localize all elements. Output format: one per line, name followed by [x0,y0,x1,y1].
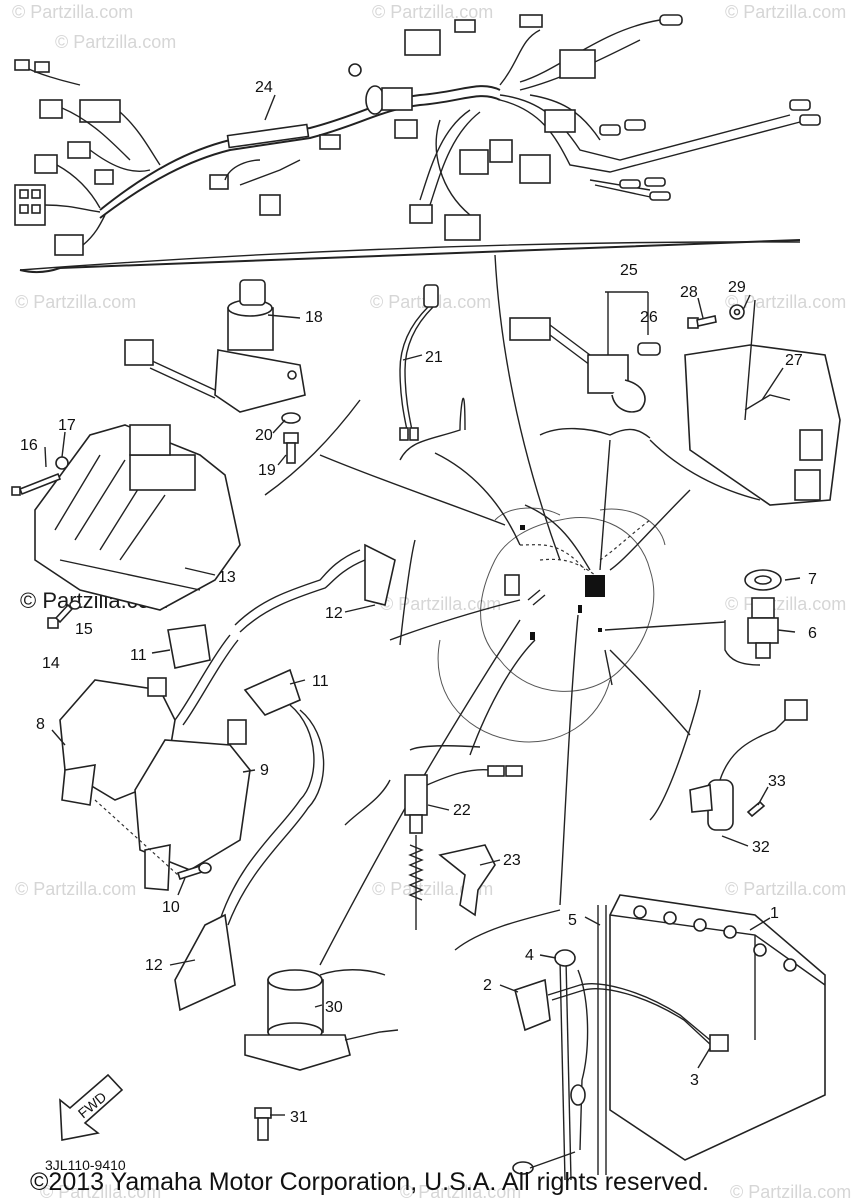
part-label-27: 27 [785,352,803,369]
part-label-12-bottom: 12 [145,957,163,974]
cover-part-13 [34,424,241,611]
part-label-22: 22 [453,802,471,819]
screw-part-10 [94,799,212,881]
watermark: © Partzilla.com [400,1182,521,1200]
group-divider-lines [264,254,761,976]
bolt-part-33 [746,800,766,818]
part-label-11-left: 11 [130,647,147,664]
part-label-14: 14 [42,655,60,672]
part-label-17: 17 [58,417,76,434]
watermark: © Partzilla.com [15,879,136,899]
part-label-23: 23 [503,852,521,869]
ignition-coil-part-9 [134,719,251,891]
part-label-21: 21 [425,349,443,366]
part-label-4: 4 [525,947,534,964]
part-label-12-top: 12 [325,605,343,622]
watermark: © Partzilla.com [12,2,133,22]
ignition-lead [174,634,325,926]
part-label-8: 8 [36,716,45,733]
part-label-11-right: 11 [312,673,329,690]
part-label-19: 19 [258,462,276,479]
part-label-25: 25 [620,262,638,279]
part-label-24: 24 [255,79,273,96]
watermark: © Partzilla.com [725,292,846,312]
part-number-labels: 1 2 3 4 5 6 7 8 9 10 11 11 12 12 13 14 1… [20,79,817,1126]
watermark: © Partzilla.com [725,879,846,899]
switch-part-6 [747,597,779,659]
drawing-code: 3JL110-9410 [45,1157,126,1173]
part-label-6: 6 [808,625,817,642]
part-label-18: 18 [305,309,323,326]
part-label-32: 32 [752,839,770,856]
battery-cables [512,905,729,1181]
bolt-part-31 [254,1107,272,1141]
part-label-2: 2 [483,977,492,994]
part-label-3: 3 [690,1072,699,1089]
motorcycle-frame-outline [437,507,666,743]
watermark: © Partzilla.com [380,594,501,614]
part-label-1: 1 [770,905,779,922]
part-label-9: 9 [260,762,269,779]
watermark: © Partzilla.com [55,32,176,52]
copyright-notice: ©2013 Yamaha Motor Corporation, U.S.A. A… [30,1168,709,1196]
bolt-part-16 [11,472,62,496]
washer-part-20 [281,412,301,424]
part-label-13: 13 [218,569,236,586]
part-label-7: 7 [808,571,817,588]
forward-direction-arrow: FWD [59,1073,124,1141]
part-label-31: 31 [290,1109,308,1126]
bolt-part-28 [687,315,717,329]
watermark: © Partzilla.com [730,1182,851,1200]
plug-cap-part-12-bottom [174,913,236,1012]
plug-cap-part-12-top [234,543,396,633]
watermark: © Partzilla.com [725,2,846,22]
cap-part-11-right [243,668,301,716]
watermark: © Partzilla.com [40,1182,161,1200]
wire-harness-group [14,14,821,274]
bracket-part-23 [438,844,496,917]
part-label-5: 5 [568,912,577,929]
watermark: © Partzilla.com [725,594,846,614]
part-label-10: 10 [162,899,180,916]
part-label-20: 20 [255,427,273,444]
main-switch-part-18 [124,279,306,413]
part-label-28: 28 [680,284,698,301]
gasket-part-7 [744,569,782,591]
battery-part-1 [609,894,826,1161]
washer-part-15 [69,600,81,610]
starter-relay-part-30 [244,969,399,1071]
part-label-26: 26 [640,309,658,326]
part-label-29: 29 [728,279,746,296]
part-label-15: 15 [75,621,93,638]
watermark: © Partzilla.com [372,2,493,22]
cap-part-11-left [167,624,211,669]
cdi-unit-part-27 [684,344,841,506]
watermark: © Partzilla.com [15,292,136,312]
washer-part-17 [55,456,69,470]
washer-part-29 [729,304,745,320]
fuse-holder-part-25 [509,317,646,413]
bolt-part-19 [283,432,299,464]
sensor-part-32 [689,699,808,831]
part-label-33: 33 [768,773,786,790]
sensor-part-21 [399,284,439,441]
part-label-16: 16 [20,437,38,454]
switch-part-22 [404,765,523,930]
cdi-location-marker [585,575,605,597]
fuse-part-26 [637,342,661,356]
part-label-30: 30 [325,999,343,1016]
